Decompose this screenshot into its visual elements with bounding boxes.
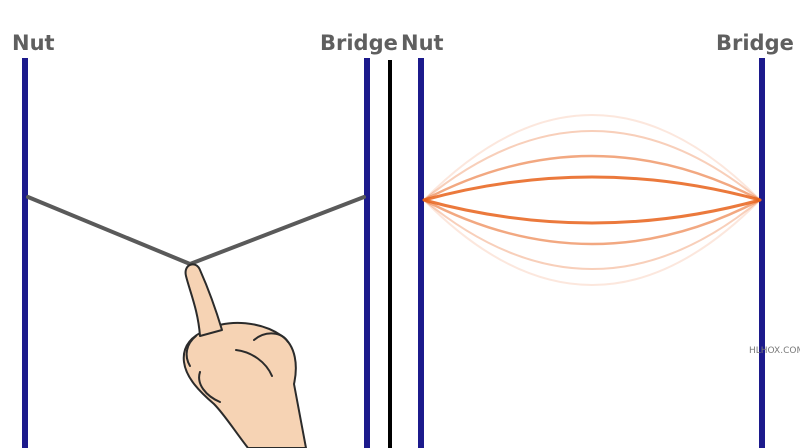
left-nut-label: Nut [12, 31, 55, 55]
hand-pointing-icon [182, 263, 307, 448]
right-nut-label: Nut [401, 31, 444, 55]
vibrating-string [422, 114, 762, 286]
vibration-arc [423, 199, 761, 286]
vibration-arc [423, 114, 761, 201]
vibration-arc [422, 198, 762, 246]
left-nut-post [22, 58, 28, 448]
left-bridge-label: Bridge [320, 31, 398, 55]
vibration-arc [422, 175, 762, 202]
right-bridge-label: Bridge [716, 31, 794, 55]
watermark: HLHOX.COM [749, 346, 800, 356]
vibration-arc [423, 199, 761, 270]
plucked-string [26, 195, 366, 266]
right-nut-post [418, 58, 424, 448]
vibration-arc [423, 130, 761, 201]
right-bridge-post [759, 58, 765, 448]
left-bridge-post [364, 58, 370, 448]
vibration-arc [422, 198, 762, 225]
vibration-arc [422, 154, 762, 202]
panel-divider [388, 60, 392, 448]
